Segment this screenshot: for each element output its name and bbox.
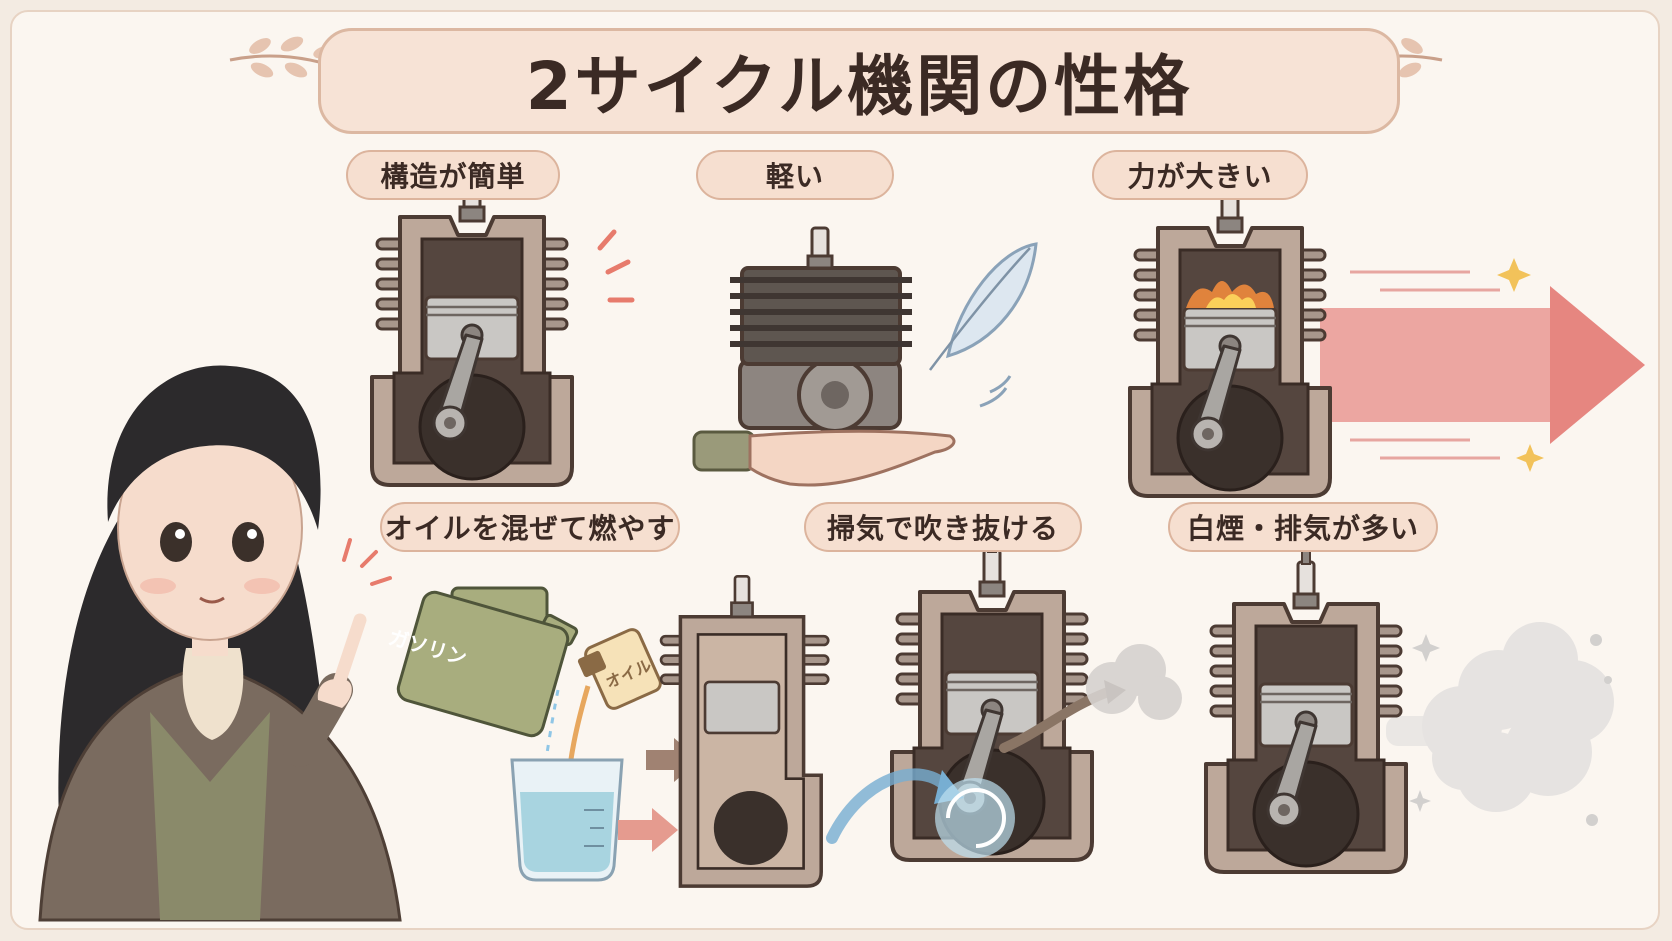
gasoline-can-label: ガソリン	[386, 625, 470, 670]
feature-label-powerful: 力が大きい	[1092, 150, 1308, 200]
feature-label-light: 軽い	[696, 150, 894, 200]
exhaust-plume-icon	[999, 644, 1182, 753]
smoke-cloud-icon	[1386, 622, 1614, 812]
feature-label-scavenging: 掃気で吹き抜ける	[804, 502, 1082, 552]
title-banner: 2サイクル機関の性格	[318, 28, 1400, 134]
presenter-figure	[38, 365, 402, 922]
flame-icon	[1186, 281, 1274, 308]
scavenge-flow-icon	[826, 768, 1015, 858]
engine-light	[730, 226, 912, 433]
power-arrow-icon	[1320, 270, 1645, 460]
feature-label-text: 構造が簡単	[380, 160, 526, 193]
smoke-cloud-small	[1086, 644, 1182, 720]
sparkle-icon-smoke	[1409, 634, 1612, 826]
feature-label-text: 掃気で吹き抜ける	[826, 512, 1059, 545]
beaker-icon	[510, 758, 624, 882]
swirl-icon	[946, 788, 1006, 848]
feature-label-white-smoke: 白煙・排気が多い	[1168, 502, 1438, 552]
oil-bottle-label: オイル	[603, 655, 655, 692]
oil-bottle-icon	[577, 628, 662, 710]
engine-cutaway	[659, 575, 830, 888]
sparkle-icon	[1497, 258, 1544, 472]
feature-label-text: 軽い	[765, 160, 824, 193]
feature-label-text: 力が大きい	[1127, 160, 1273, 193]
fuel-pour-stream	[544, 689, 560, 761]
feature-label-simple-structure: 構造が簡単	[346, 150, 560, 200]
feature-label-text: 白煙・排気が多い	[1186, 512, 1419, 545]
page-title: 2サイクル機関の性格	[525, 48, 1193, 125]
emphasis-lines-icon	[597, 229, 635, 303]
hand-icon	[692, 429, 956, 487]
fuel-can-icon	[396, 586, 579, 738]
feather-icon	[929, 242, 1038, 408]
feature-label-text: オイルを混ぜて燃やす	[384, 512, 676, 545]
feature-label-oil-mixed: オイルを混ぜて燃やす	[380, 502, 680, 552]
